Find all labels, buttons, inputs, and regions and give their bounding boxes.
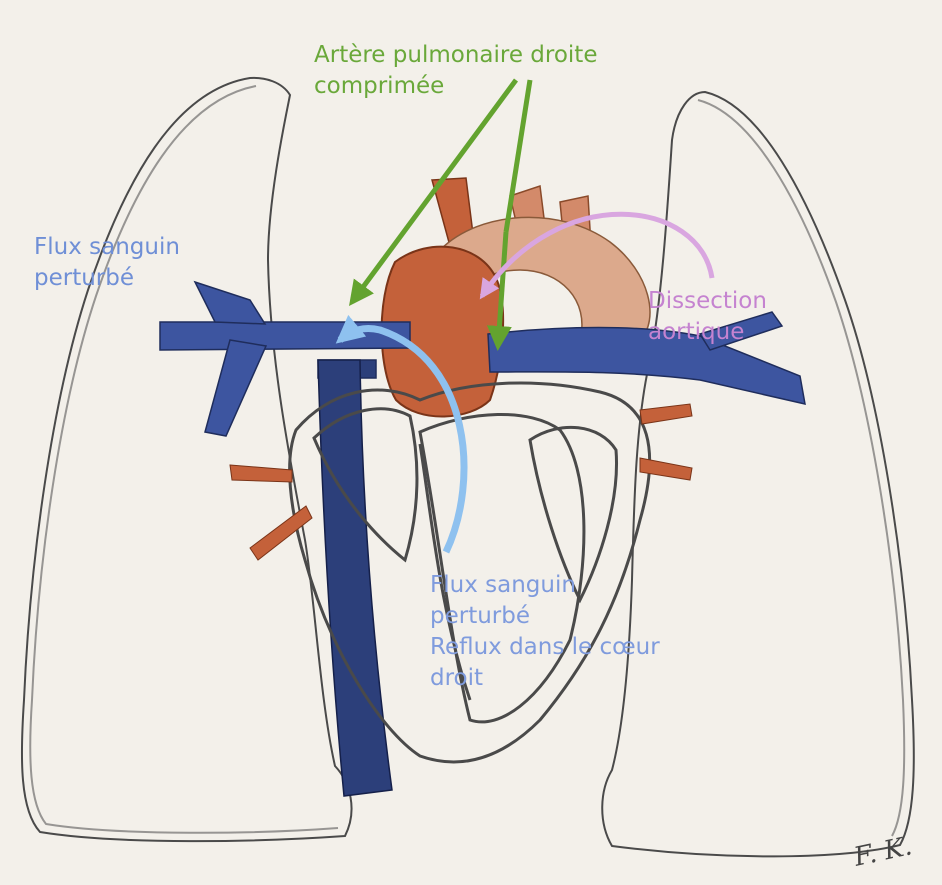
label-flow-lower: Flux sanguin perturbé Reflux dans le cœu… [430,570,660,694]
label-flow-lower-line-1: Flux sanguin [430,570,660,601]
label-dissection-line-1: Dissection [648,286,767,317]
label-flow-left: Flux sanguin perturbé [34,232,180,294]
label-flow-lower-line-3: Reflux dans le cœur [430,632,660,663]
label-dissection-line-2: aortique [648,317,767,348]
label-flow-lower-line-4: droit [430,663,660,694]
label-dissection: Dissection aortique [648,286,767,348]
label-pulmonary-artery-line-1: Artère pulmonaire droite [314,40,597,71]
label-flow-left-line-2: perturbé [34,263,180,294]
label-pulmonary-artery: Artère pulmonaire droite comprimée [314,40,597,102]
label-pulmonary-artery-line-2: comprimée [314,71,597,102]
label-flow-lower-line-2: perturbé [430,601,660,632]
label-flow-left-line-1: Flux sanguin [34,232,180,263]
